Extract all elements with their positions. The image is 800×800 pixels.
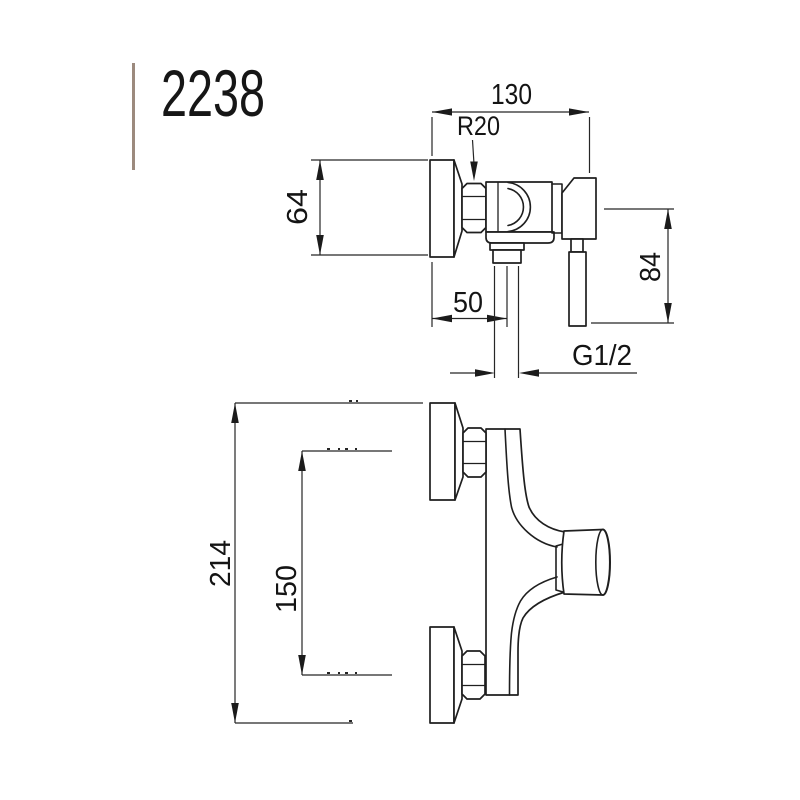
dim-label-214: 214	[205, 540, 237, 587]
upper-flange-cone-front	[454, 402, 464, 501]
dim-label-130: 130	[491, 79, 532, 111]
body-contour-upper	[504, 428, 558, 548]
body-contour-lower	[508, 576, 558, 696]
dim-flange-diameter: 64	[282, 159, 428, 256]
upper-hex-nut-front	[462, 427, 487, 478]
dim-flange-radius: R20	[457, 111, 500, 181]
arrowhead	[298, 451, 306, 471]
arrowhead	[231, 403, 239, 423]
valve-body-plan	[485, 181, 553, 233]
arrowhead	[316, 235, 324, 255]
hex-nut-plan	[461, 182, 487, 234]
cartridge-arc-inner	[507, 187, 525, 227]
lower-hex-nut-front	[461, 650, 486, 700]
plan-view: 130 R20 64 84	[282, 79, 674, 378]
lower-hex-facets	[462, 663, 485, 687]
arrowhead	[664, 303, 672, 323]
dim-overall-height: 214	[205, 400, 423, 724]
arrowhead	[470, 161, 478, 181]
handle-neck-plan	[570, 238, 584, 253]
arrowhead	[475, 369, 495, 377]
handle-rod-plan	[568, 251, 587, 327]
dim-outlet-offset: 50	[431, 262, 508, 327]
dim-label-64: 64	[282, 189, 314, 225]
knob-front	[560, 528, 611, 596]
arrowhead	[316, 160, 324, 180]
arrowhead	[519, 369, 539, 377]
arrowhead	[487, 314, 507, 323]
arrowhead	[569, 108, 589, 116]
dim-label-50: 50	[453, 287, 483, 319]
arrowhead	[664, 209, 672, 229]
dim-label-84: 84	[635, 252, 667, 282]
arrowhead	[298, 655, 306, 675]
dim-label-r20: R20	[457, 111, 500, 141]
dim-label-150: 150	[271, 565, 303, 613]
valve-body-front	[485, 428, 566, 696]
product-code: 2238	[161, 56, 265, 130]
stem-collar-plan	[551, 183, 563, 234]
arrowhead	[231, 703, 239, 723]
upper-hex-facets	[463, 440, 486, 465]
dim-center-distance: 150	[271, 448, 392, 676]
dim-outlet-thread: G1/2	[450, 266, 637, 378]
front-view: 214 150	[205, 400, 611, 724]
plan-fixture	[429, 159, 597, 327]
dim-handle-projection: 84	[591, 208, 674, 324]
upper-wall-flange-front	[429, 402, 456, 501]
dim-label-g12: G1/2	[572, 340, 632, 372]
outlet-flange-plan	[489, 242, 525, 251]
front-fixture	[429, 402, 611, 724]
lower-wall-flange-front	[429, 626, 455, 724]
wall-flange-plan	[429, 159, 455, 258]
knob-end-cap	[594, 528, 611, 596]
hex-nut-facets-plan	[462, 195, 486, 221]
dim-overall-width: 130	[431, 79, 591, 173]
lower-flange-cone-front	[453, 626, 463, 724]
arrowhead	[432, 108, 452, 116]
body-lip-plan	[485, 231, 555, 244]
cartridge-arc-outer	[507, 181, 532, 233]
flange-cone-plan	[453, 159, 463, 258]
arrowhead	[432, 314, 452, 323]
handle-head-plan	[561, 177, 597, 240]
product-header: 2238	[132, 56, 265, 170]
outlet-stub-plan	[492, 249, 522, 264]
